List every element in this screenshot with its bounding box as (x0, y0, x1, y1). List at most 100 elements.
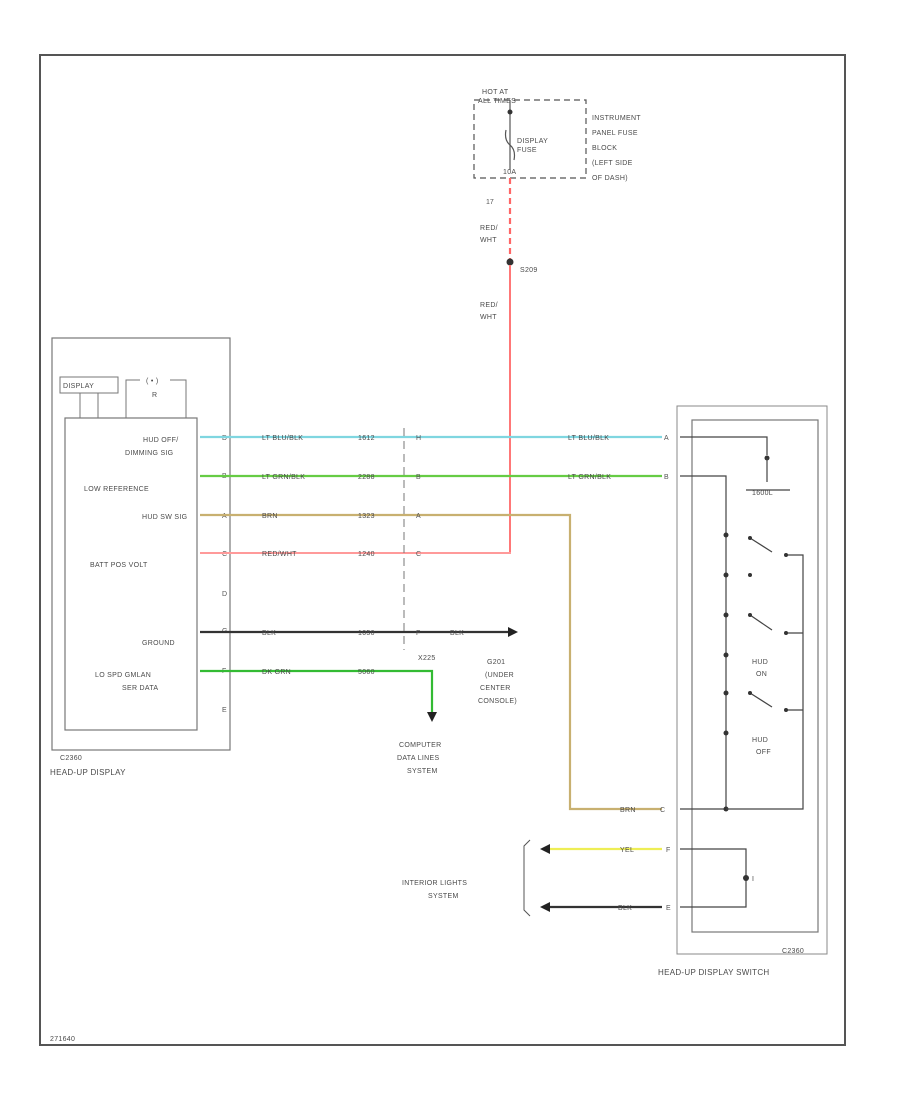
blk-label: BLK (618, 905, 632, 912)
fuse-pin: 17 (486, 199, 494, 206)
hud-term-label-a: HUD SW SIG (142, 514, 187, 521)
switch-pin-c: C (660, 807, 665, 814)
fuse-label-1: DISPLAY (517, 138, 548, 145)
computer-data-lines: COMPUTER DATA LINES SYSTEM (397, 712, 441, 775)
hud-term-label-f2: SER DATA (122, 685, 158, 692)
ground-label-1: (UNDER (485, 672, 514, 679)
hud-term-label-f1: LO SPD GMLAN (95, 672, 151, 679)
fuse-label-2: FUSE (517, 147, 537, 154)
dim-tip (784, 553, 788, 557)
wire-label-blk-right: BLK (450, 630, 464, 637)
contact-node-3 (723, 612, 729, 618)
wire-dk-grn (200, 669, 434, 712)
display-box-label: DISPLAY (63, 383, 94, 390)
lamp-circuit (680, 848, 747, 908)
hud-name: HEAD-UP DISPLAY (50, 768, 126, 777)
switch-common (726, 710, 804, 810)
contact-brite (749, 614, 803, 634)
diagram-frame (39, 54, 846, 1046)
hot-at-line-2: ALL TIMES (478, 98, 516, 105)
contact-node-6 (723, 730, 729, 736)
switch-internal-a (680, 436, 768, 455)
contact-hud-off-2: OFF (756, 749, 771, 756)
switch-pin-a: A (664, 435, 669, 442)
x225-pin-1: H (416, 435, 421, 442)
feed-upper-label-1: RED/ (480, 225, 498, 232)
contact-dim (749, 537, 804, 710)
hud-pivot (748, 691, 752, 695)
hud-switch-mark: R (152, 392, 157, 399)
hud-switch-symbol: ( • ) (146, 378, 159, 385)
hud-term-label-c: BATT POS VOLT (90, 562, 148, 569)
wire-brn (200, 513, 662, 811)
display-box (59, 376, 119, 394)
contact-hud-on-2: ON (756, 671, 767, 678)
ground-label-3: CONSOLE) (478, 698, 517, 705)
contact-node-2 (723, 572, 729, 578)
data-system-2: DATA LINES (397, 755, 439, 762)
battery-feed: RED/ WHT S209 RED/ WHT (480, 178, 537, 552)
wire-label-brn: BRN (262, 513, 278, 520)
switch-pin-e: E (666, 905, 671, 912)
circuit-1612: 1612 (358, 435, 375, 442)
contact-hud (749, 692, 803, 711)
x225-pin-2: B (416, 474, 421, 481)
contact-hud-off-1: HUD (752, 737, 768, 744)
hud-term-label-d2: DIMMING SIG (125, 450, 173, 457)
splice-s209 (506, 258, 514, 266)
feed-lower-label-1: RED/ (480, 302, 498, 309)
x225-pin-4: C (416, 551, 421, 558)
switch-brn-label: BRN (620, 807, 636, 814)
data-system-1: COMPUTER (399, 742, 441, 749)
data-system-3: SYSTEM (407, 768, 438, 775)
x225-pin-3: A (416, 513, 421, 520)
wire-red-wht (200, 552, 511, 554)
fuse-terminal-top (507, 109, 513, 115)
circuit-2288: 2288 (358, 474, 375, 481)
switch-top-label: 1600L (752, 490, 773, 497)
hud-pin-a: A (222, 513, 227, 520)
dim-pivot (748, 536, 752, 540)
interior-lights-bracket (523, 839, 531, 917)
hud-unused-pin-2: E (222, 707, 227, 714)
hud-tip (784, 708, 788, 712)
figure-id: 271640 (50, 1036, 75, 1043)
feed-lower-label-2: WHT (480, 314, 497, 321)
contact-node-5 (723, 690, 729, 696)
block-label-2: PANEL FUSE (592, 130, 638, 137)
head-up-display-module: DISPLAY ( • ) R HUD OFF/ DIMMING SIG LOW… (50, 337, 231, 777)
hud-unused-pin-1: D (222, 591, 227, 598)
contact-node-4 (723, 652, 729, 658)
block-label-1: INSTRUMENT (592, 115, 641, 122)
switch-name: HEAD-UP DISPLAY SWITCH (658, 968, 770, 977)
yel-arrow (540, 844, 550, 854)
switch-connector-code: C2360 (782, 948, 804, 955)
hud-term-label-g: GROUND (142, 640, 175, 647)
wire-label-lt-grn-blk-right: LT GRN/BLK (568, 474, 611, 481)
blk-arrow (540, 902, 550, 912)
wire-label-dk-grn: DK GRN (262, 669, 291, 676)
hud-switch-bracket (125, 379, 187, 418)
switch-ref-line (746, 458, 790, 491)
wire-label-lt-grn-blk: LT GRN/BLK (262, 474, 305, 481)
block-label-4: (LEFT SIDE (592, 160, 633, 167)
connector-x225-label: X225 (418, 655, 436, 662)
ground-label-2: CENTER (480, 685, 511, 692)
ground-id: G201 (487, 659, 505, 666)
interior-lights: YEL BLK INTERIOR LIGHTS SYSTEM (402, 839, 662, 917)
brite-tip (784, 631, 788, 635)
hud-outer-box (51, 337, 231, 751)
switch-pin-f: F (666, 847, 670, 854)
head-up-display-switch: A B C F E BRN 1600L HUD ON HUD OFF (620, 405, 828, 977)
lamp-symbol (743, 875, 749, 881)
circuit-1050: 1050 (358, 630, 375, 637)
switch-internal-b (680, 475, 727, 810)
contact-hud-on-1: HUD (752, 659, 768, 666)
brite-pivot (748, 613, 752, 617)
interior-lights-1: INTERIOR LIGHTS (402, 880, 467, 887)
wires: LT BLU/BLK 1612 LT BLU/BLK LT GRN/BLK 22… (200, 428, 662, 811)
hud-pin-c: C (222, 551, 227, 558)
hud-pin-d: D (222, 435, 227, 442)
switch-outer-box (676, 405, 828, 955)
